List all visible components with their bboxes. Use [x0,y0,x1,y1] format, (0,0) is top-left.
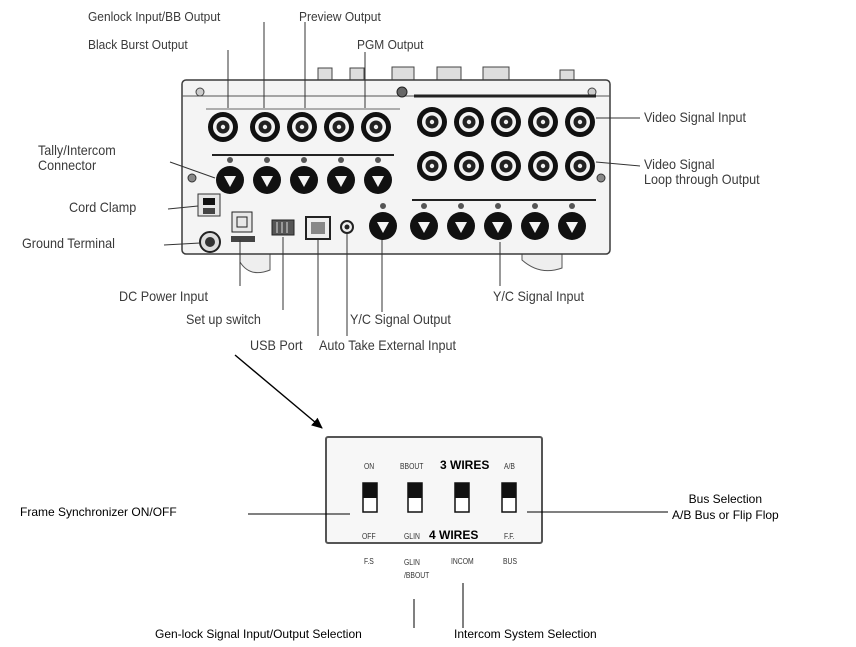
label-auto-take: Auto Take External Input [319,337,457,353]
label-black-burst-output: Black Burst Output [88,37,188,52]
detail-arrow [234,354,323,429]
label-yc-signal-output: Y/C Signal Output [350,311,451,327]
dc-power-input [231,211,253,233]
switch-top-label-on: ON [364,462,375,471]
switch-function-glin-bbout: GLIN /BBOUT [404,558,430,580]
switch-bottom-label-off: OFF [362,532,376,541]
switch-top-label-ab: A/B [504,462,515,471]
bnc-loop-through-connector [491,151,521,181]
bnc-output-connector [208,112,238,142]
label-preview-output: Preview Output [299,9,381,24]
label-bus-selection: Bus Selection A/B Bus or Flip Flop [672,492,779,522]
label-frame-synchronizer: Frame Synchronizer ON/OFF [20,505,177,519]
tally-intercom-connector [364,157,392,194]
bnc-loop-through-row [417,151,595,181]
switch-function-bus: BUS [503,557,517,566]
yc-connector [558,203,586,240]
label-tally-intercom: Tally/Intercom Connector [38,142,116,173]
rear-panel [181,66,611,274]
label-setup-switch: Set up switch [186,311,261,327]
label-video-signal-input: Video Signal Input [644,109,747,125]
yc-connectors [369,203,586,240]
label-cord-clamp: Cord Clamp [69,199,137,215]
bnc-video-input-connector [491,107,521,137]
bnc-video-input-connector [528,107,558,137]
tally-intercom-connectors [216,157,392,194]
bnc-outputs-row [208,112,391,142]
bnc-output-connector [250,112,280,142]
tally-intercom-connector [216,157,244,194]
setup-switch-block [271,219,295,236]
label-pgm-output: PGM Output [357,37,424,52]
label-4-wires: 4 WIRES [429,528,479,542]
label-3-wires: 3 WIRES [440,458,490,472]
dip-switch-3 [454,482,470,513]
switch-detail-panel [325,436,543,544]
tally-intercom-connector [327,157,355,194]
tally-intercom-connector [253,157,281,194]
yc-connector [521,203,549,240]
label-genlock-bb-output: Genlock Input/BB Output [88,9,221,24]
label-ground-terminal: Ground Terminal [22,235,115,251]
top-protrusions [317,66,575,84]
bnc-output-connector [324,112,354,142]
bnc-loop-through-connector [565,151,595,181]
switch-callout-lines [248,511,668,628]
label-genlock-selection: Gen-lock Signal Input/Output Selection [155,627,362,641]
bnc-video-input-connector [454,107,484,137]
label-usb-port: USB Port [250,337,303,353]
switch-top-label-bbout: BBOUT [400,462,424,471]
switch-bottom-label-ff: F.F. [504,532,515,541]
bnc-loop-through-connector [528,151,558,181]
bnc-output-connector [287,112,317,142]
switch-function-incom: INCOM [451,557,474,566]
bnc-loop-through-connector [454,151,484,181]
tally-intercom-connector [290,157,318,194]
dip-switch-4 [501,482,517,513]
yc-connector [410,203,438,240]
bnc-video-input-row [417,107,595,137]
yc-connector [484,203,512,240]
panel-feet [239,251,563,274]
label-yc-signal-input: Y/C Signal Input [493,288,585,304]
bnc-output-connector [361,112,391,142]
label-video-signal-loop: Video Signal Loop through Output [644,156,760,187]
bnc-video-input-connector [417,107,447,137]
rear-panel-callout-lines [163,22,641,336]
label-intercom-selection: Intercom System Selection [454,627,597,641]
dip-switch-2 [407,482,423,513]
yc-connector [447,203,475,240]
yc-connector [369,203,397,240]
label-dc-power-input: DC Power Input [119,288,208,304]
dip-switch-1 [362,482,378,513]
switch-bottom-label-glin: GLIN [404,532,420,541]
bnc-video-input-connector [565,107,595,137]
bnc-loop-through-connector [417,151,447,181]
switch-function-fs: F.S [364,557,374,566]
